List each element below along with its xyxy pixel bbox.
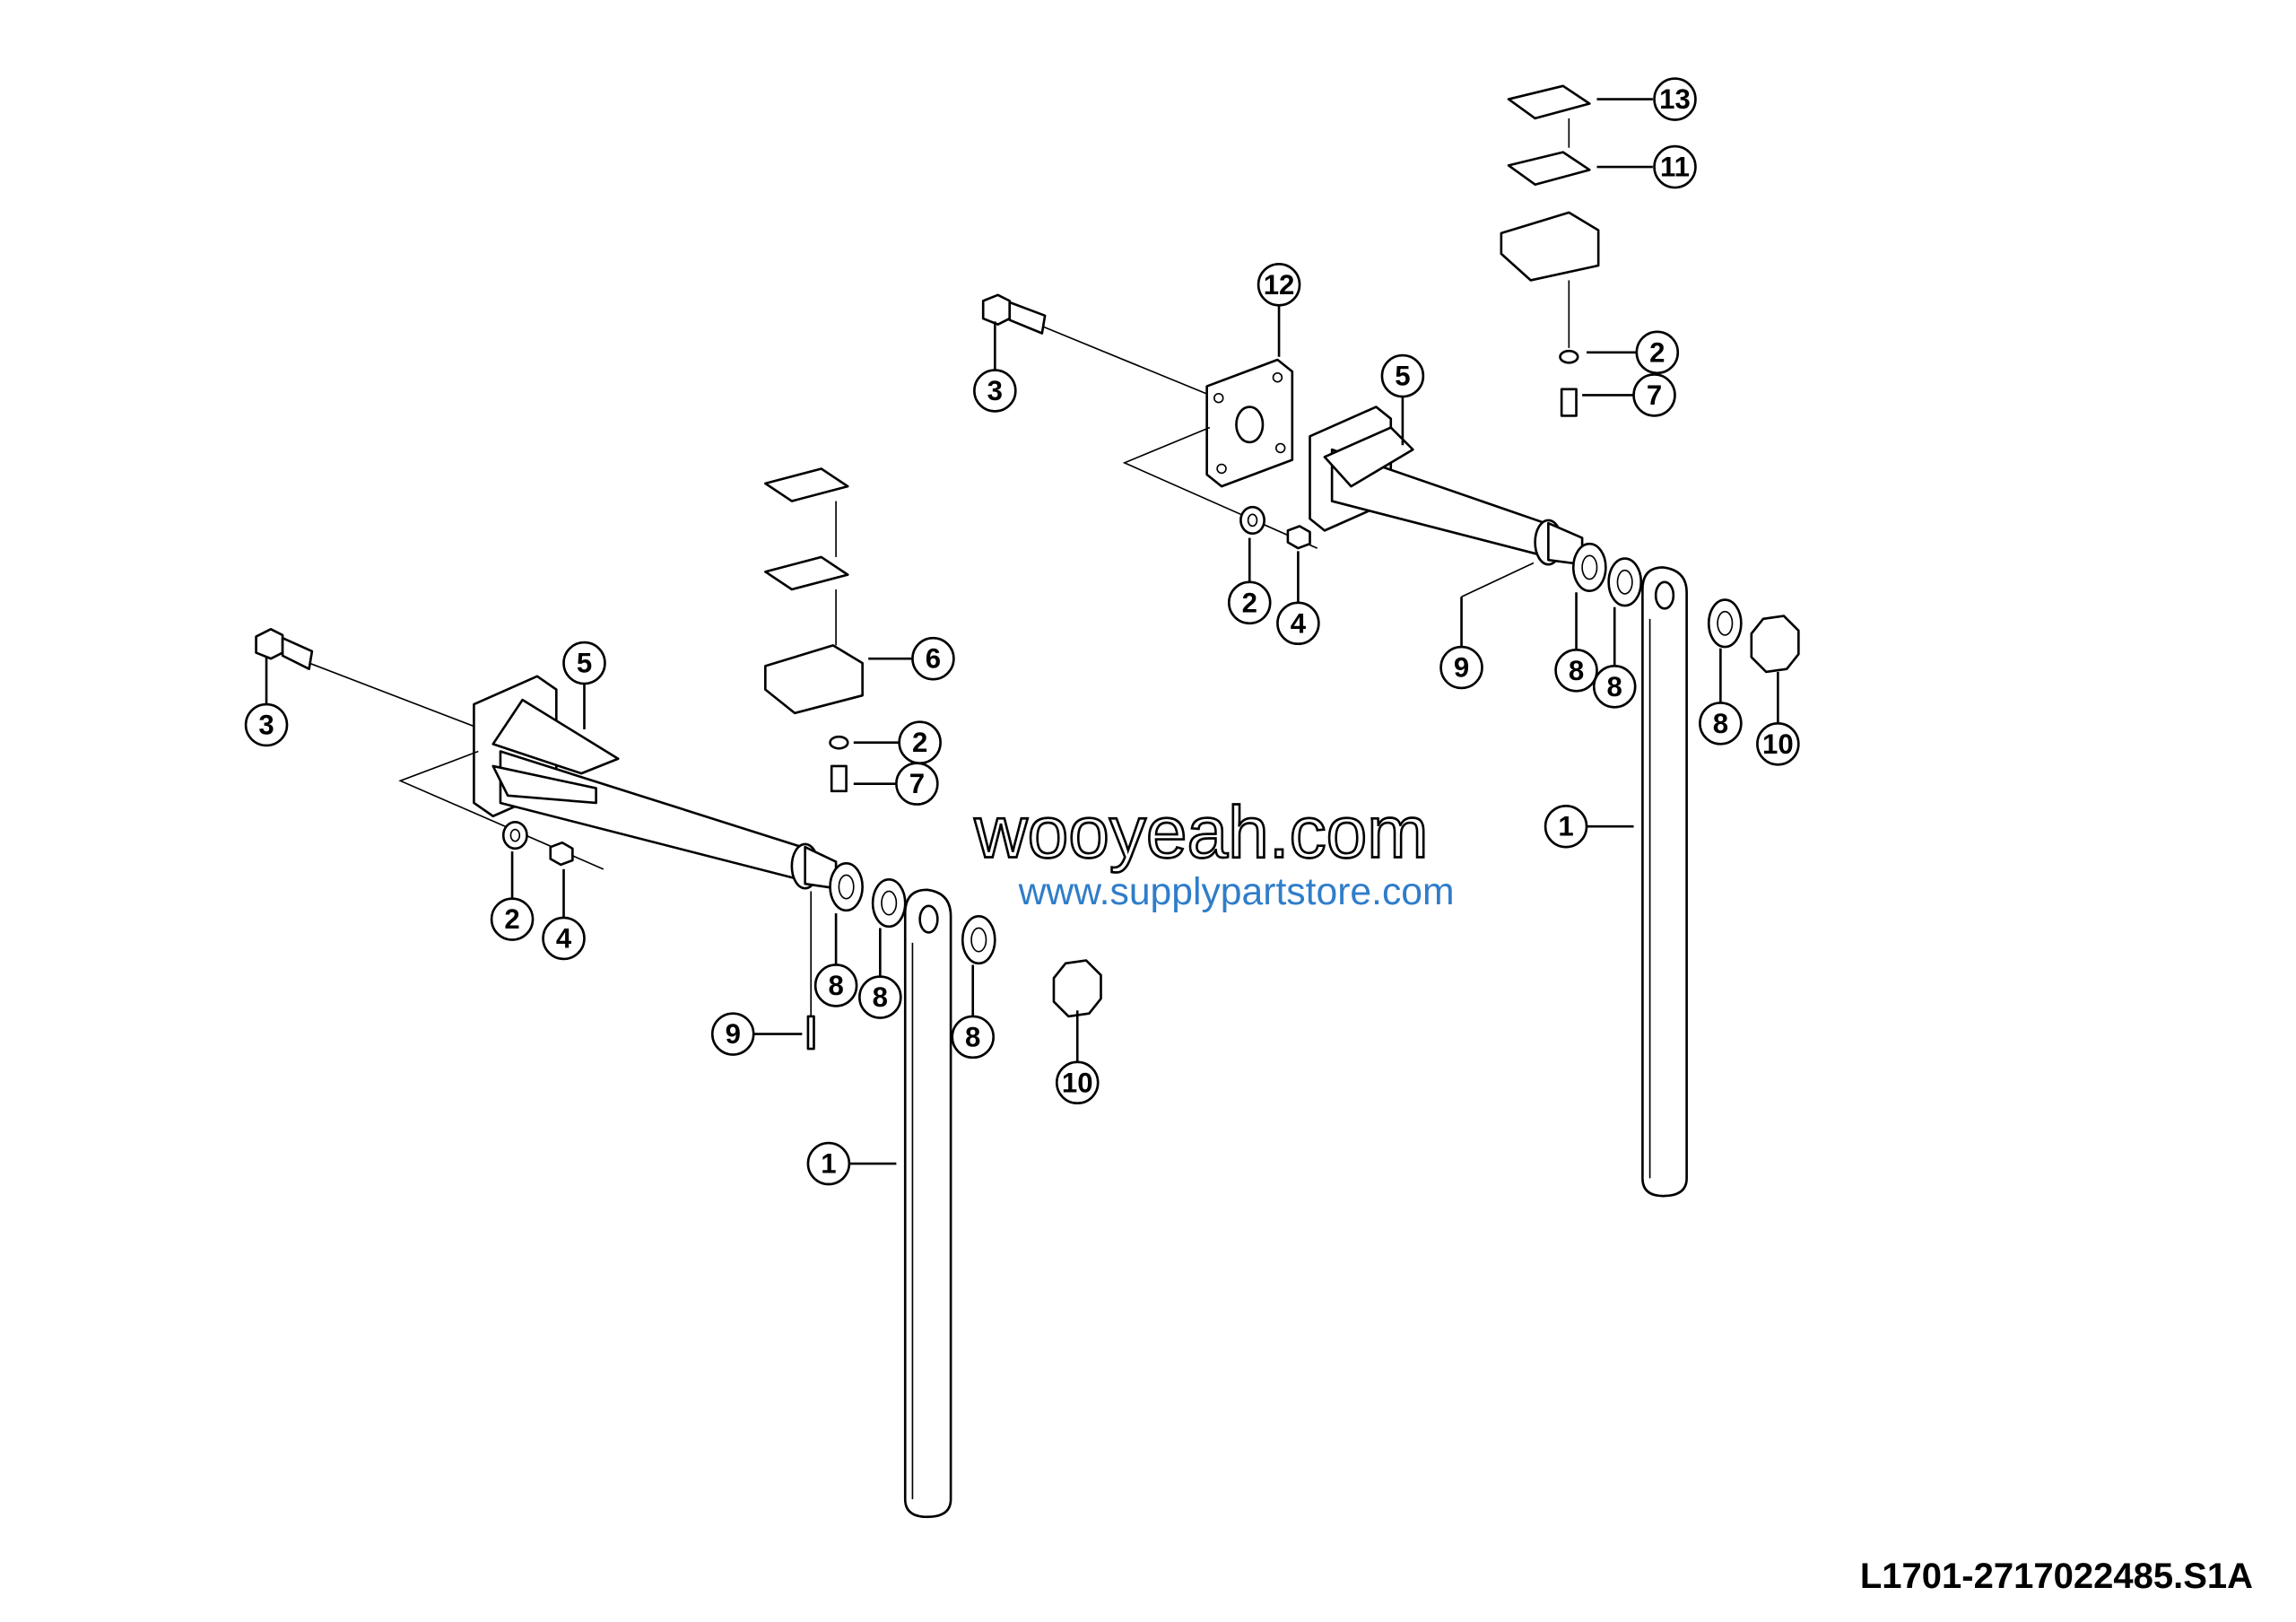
svg-text:9: 9 — [726, 1018, 741, 1050]
svg-text:2: 2 — [1242, 587, 1257, 618]
nut — [549, 841, 574, 867]
left-assembly — [255, 467, 1102, 1519]
callout-2[interactable]: 2 — [490, 851, 535, 941]
svg-text:7: 7 — [1647, 379, 1662, 411]
callout-6[interactable]: 6 — [868, 636, 955, 681]
svg-text:10: 10 — [1062, 1067, 1093, 1098]
shaft-gusset — [491, 698, 620, 775]
callout-2[interactable]: 2 — [1227, 537, 1272, 625]
svg-text:4: 4 — [556, 922, 572, 954]
nut — [1286, 525, 1311, 550]
diagram-code: L1701-2717022485.S1A — [1859, 1557, 2253, 1596]
washer-8 — [1571, 542, 1607, 592]
shim — [764, 467, 849, 502]
shaft-tube — [499, 750, 819, 885]
watermark-overlay: www.supplypartstore.com — [1018, 870, 1455, 913]
washer-8 — [1607, 557, 1643, 607]
callout-9[interactable]: 9 — [1439, 597, 1483, 690]
callout-5[interactable]: 5 — [1380, 353, 1425, 446]
bolt-axis-line — [1037, 323, 1211, 397]
callout-7[interactable]: 7 — [853, 762, 939, 806]
callout-8[interactable]: 8 — [1592, 606, 1637, 709]
svg-text:1: 1 — [1558, 811, 1573, 842]
callout-7[interactable]: 7 — [1582, 373, 1676, 417]
right-assembly — [981, 84, 1800, 1198]
cotter-pin-9 — [806, 1015, 815, 1051]
spacer-bracket-6 — [764, 644, 864, 715]
bolt-head — [981, 293, 1012, 326]
shim-11 — [1507, 151, 1591, 187]
callout-2[interactable]: 2 — [853, 720, 942, 764]
svg-text:8: 8 — [1713, 708, 1728, 739]
svg-text:7: 7 — [909, 768, 925, 799]
callout-8[interactable]: 8 — [813, 913, 858, 1007]
callout-10[interactable]: 10 — [1756, 671, 1800, 766]
callout-8[interactable]: 8 — [951, 964, 996, 1060]
washer-8 — [1707, 598, 1743, 649]
shim — [764, 555, 849, 591]
bolt-7 — [830, 764, 848, 793]
svg-text:6: 6 — [926, 643, 941, 675]
svg-text:3: 3 — [987, 375, 1003, 406]
callout-2[interactable]: 2 — [1587, 330, 1680, 375]
svg-text:8: 8 — [965, 1021, 980, 1052]
washer — [1559, 349, 1579, 364]
callout-8[interactable]: 8 — [1554, 592, 1598, 693]
washer — [1239, 505, 1265, 535]
callout-4[interactable]: 4 — [542, 868, 586, 961]
washer-8 — [871, 877, 907, 929]
callout-1[interactable]: 1 — [806, 1141, 897, 1186]
watermark-outline: wooyeah.com — [973, 792, 1428, 874]
bolt-shank — [281, 636, 314, 670]
callout-8[interactable]: 8 — [858, 928, 902, 1019]
callout-1[interactable]: 1 — [1544, 804, 1634, 849]
bolt-7 — [1560, 388, 1578, 417]
callout-13[interactable]: 13 — [1596, 77, 1697, 121]
svg-text:12: 12 — [1264, 269, 1295, 301]
callout-5[interactable]: 5 — [562, 641, 606, 729]
callout-4[interactable]: 4 — [1276, 551, 1320, 646]
callout-3[interactable]: 3 — [973, 321, 1017, 413]
bolt-shank — [1008, 301, 1047, 335]
svg-text:8: 8 — [873, 981, 888, 1013]
callout-9[interactable]: 9 — [710, 1012, 803, 1056]
bolt-head — [255, 628, 284, 660]
svg-text:2: 2 — [1649, 336, 1665, 368]
callout-11[interactable]: 11 — [1596, 144, 1697, 189]
callout-10[interactable]: 10 — [1055, 1010, 1100, 1105]
callout-8[interactable]: 8 — [1699, 648, 1743, 746]
svg-text:3: 3 — [258, 710, 274, 741]
washer-8 — [961, 915, 996, 965]
svg-text:8: 8 — [1569, 655, 1584, 686]
shaft-gusset — [1323, 426, 1414, 488]
svg-text:1: 1 — [821, 1148, 836, 1180]
callout-12[interactable]: 12 — [1257, 263, 1301, 357]
lever-arm-1 — [1641, 566, 1688, 1198]
castle-nut-10 — [1750, 615, 1800, 674]
shim-13 — [1507, 84, 1591, 120]
svg-text:2: 2 — [912, 727, 927, 758]
svg-text:5: 5 — [577, 648, 592, 679]
washer — [501, 820, 528, 850]
lever-arm-1 — [903, 888, 952, 1519]
spacer-bracket — [1500, 211, 1600, 282]
svg-text:10: 10 — [1762, 728, 1794, 760]
svg-text:13: 13 — [1659, 83, 1691, 115]
svg-text:2: 2 — [504, 903, 519, 935]
svg-text:11: 11 — [1660, 152, 1690, 183]
castle-nut-10 — [1052, 959, 1102, 1018]
svg-text:4: 4 — [1291, 607, 1307, 639]
svg-text:8: 8 — [1607, 671, 1622, 702]
callout-3[interactable]: 3 — [244, 657, 289, 747]
svg-text:9: 9 — [1454, 652, 1469, 684]
svg-text:8: 8 — [828, 970, 843, 1001]
svg-text:5: 5 — [1395, 361, 1410, 392]
washer-8 — [829, 861, 864, 912]
washer — [829, 735, 849, 750]
